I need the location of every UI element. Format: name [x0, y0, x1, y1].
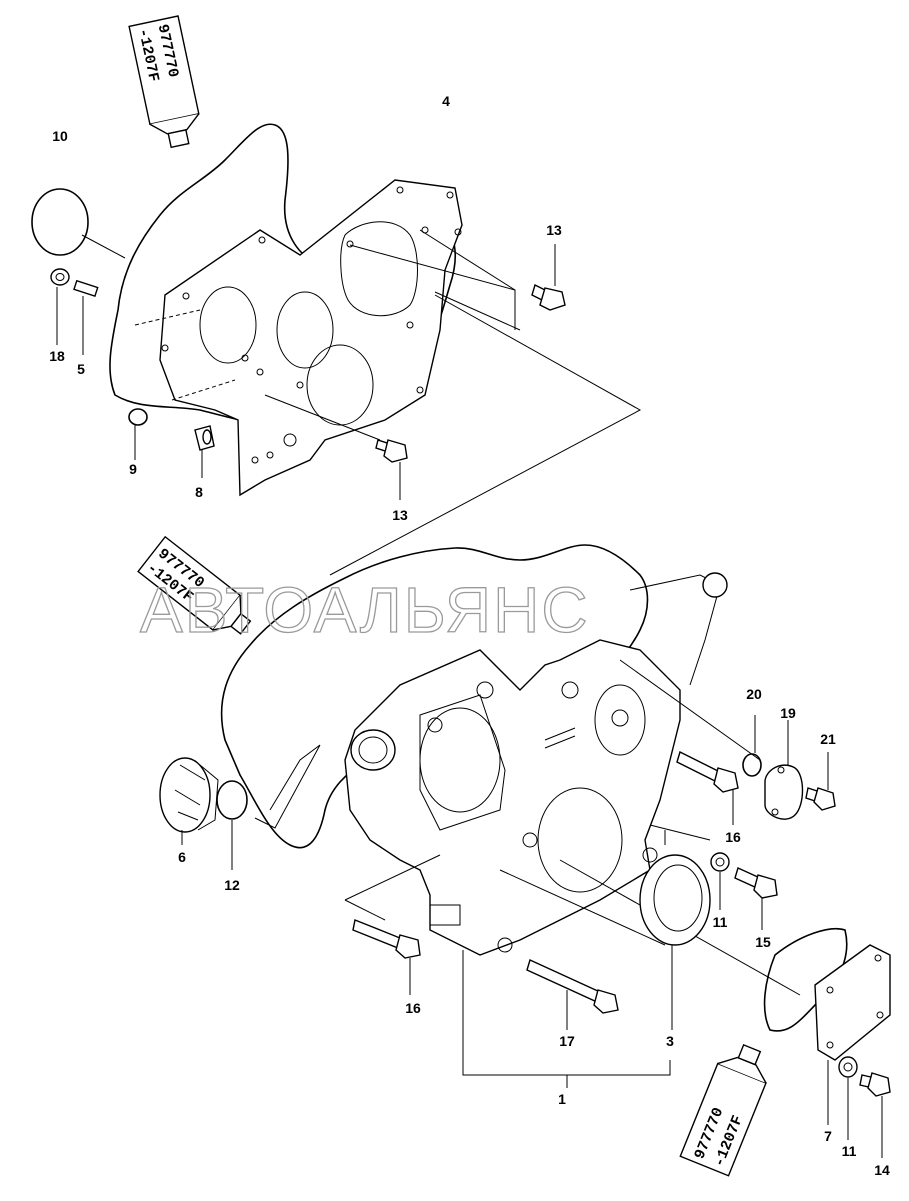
gasket-lower — [220, 544, 649, 849]
watermark: АВТОАЛЬЯНС — [140, 574, 590, 646]
o-ring-12 — [216, 780, 248, 820]
bolt-16-upper — [676, 751, 739, 793]
label-part-3: 3 — [666, 1033, 674, 1049]
bolt-21 — [805, 787, 836, 811]
label-part-6: 6 — [178, 849, 186, 865]
label-part-4: 4 — [442, 93, 450, 109]
label-part-21: 21 — [820, 731, 836, 747]
label-part-7: 7 — [824, 1128, 832, 1144]
stud-bolt-5 — [73, 279, 99, 298]
label-part-13-upper: 13 — [546, 222, 562, 238]
bolt-13-lower — [375, 439, 408, 463]
label-part-18: 18 — [49, 348, 65, 364]
bolt-13-upper — [531, 284, 566, 311]
label-part-10: 10 — [52, 128, 68, 144]
label-part-16-lower: 16 — [405, 1000, 421, 1016]
washer-11-middle — [710, 852, 730, 872]
label-part-15: 15 — [755, 934, 771, 950]
sealant-tube-bottom: 977770 -1207F — [679, 1043, 767, 1177]
o-ring-9 — [128, 408, 148, 426]
label-part-19: 19 — [780, 705, 796, 721]
o-ring-10 — [31, 188, 89, 256]
label-part-14: 14 — [874, 1162, 890, 1178]
washer-18 — [50, 268, 70, 286]
label-part-8: 8 — [195, 484, 203, 500]
bolt-15 — [734, 867, 778, 899]
washer-11-lower — [838, 1056, 858, 1078]
label-part-16-upper: 16 — [725, 829, 741, 845]
label-part-1: 1 — [558, 1091, 566, 1107]
label-part-17: 17 — [559, 1033, 575, 1049]
label-part-11-middle: 11 — [713, 914, 728, 930]
cover-plate-19 — [764, 764, 804, 820]
bolt-17 — [526, 959, 619, 1014]
label-part-11-lower: 11 — [842, 1143, 857, 1159]
label-part-12: 12 — [224, 877, 240, 893]
front-plate-4 — [159, 179, 463, 497]
oil-seal-3 — [639, 854, 711, 946]
dowel-pin-8 — [194, 425, 215, 451]
oil-filler-cap-6 — [159, 757, 219, 833]
label-part-20: 20 — [746, 686, 762, 702]
timing-cover-1 — [344, 572, 728, 956]
label-part-5: 5 — [77, 361, 85, 377]
o-ring-20 — [742, 753, 762, 777]
bolt-16-lower — [352, 919, 421, 959]
rear-cover-plate — [814, 944, 891, 1061]
sealant-tube-top: 977770 -1207F — [128, 15, 200, 149]
label-part-13-lower: 13 — [392, 507, 408, 523]
bolt-14 — [859, 1072, 891, 1097]
label-part-9: 9 — [129, 461, 137, 477]
